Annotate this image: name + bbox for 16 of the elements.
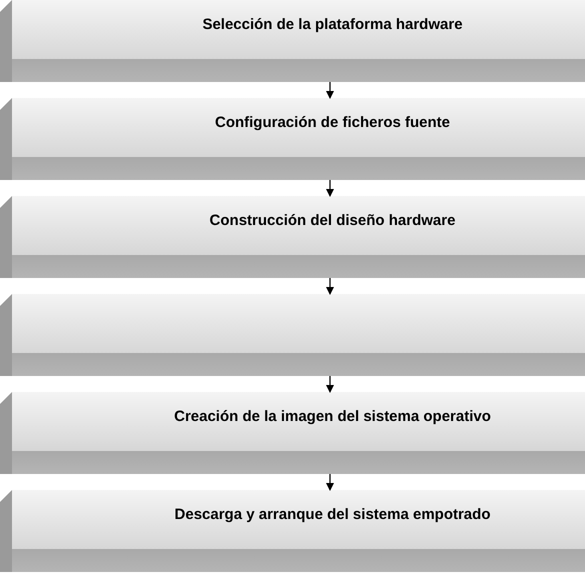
arrow <box>326 474 334 491</box>
step-label: Construcción del diseño hardware <box>208 212 456 229</box>
process-bar <box>0 294 585 376</box>
arrow <box>326 376 334 393</box>
step-label: Creación de la imagen del sistema operativo <box>173 408 492 425</box>
process-bar <box>0 0 585 82</box>
step-label: Selección de la plataforma hardware <box>201 16 464 33</box>
arrow <box>326 278 334 295</box>
step-label: Configuración de ficheros fuente <box>214 114 452 131</box>
process-bar <box>0 196 585 278</box>
step-label: Descarga y arranque del sistema empotrado <box>174 506 492 523</box>
process-bar <box>0 490 585 572</box>
process-bar <box>0 98 585 180</box>
arrow <box>326 82 334 99</box>
process-bar <box>0 392 585 474</box>
arrow <box>326 180 334 197</box>
